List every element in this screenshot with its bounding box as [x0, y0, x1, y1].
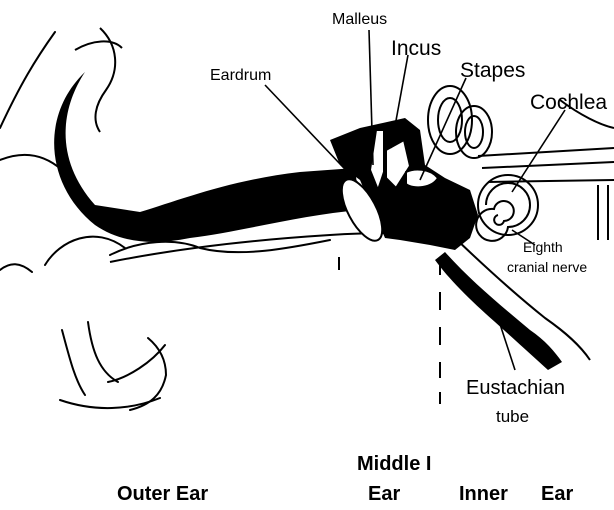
semicircular-canals: [428, 86, 492, 158]
region-middle-line2: Ear: [368, 484, 400, 504]
region-outer-ear: Outer Ear: [117, 484, 208, 504]
label-eustachian-line1: Eustachian: [466, 378, 565, 398]
region-inner-word2: Ear: [541, 484, 573, 504]
eighth-nerve: [478, 100, 614, 240]
label-stapes: Stapes: [460, 60, 525, 81]
label-eighth-line1: Eighth: [523, 240, 563, 254]
region-middle-line1: Middle I: [357, 454, 431, 474]
label-eustachian-line2: tube: [496, 408, 529, 425]
cochlea-spiral: [476, 175, 538, 241]
region-inner-word1: Inner: [459, 484, 508, 504]
region-dividers: [339, 257, 440, 404]
label-malleus: Malleus: [332, 12, 387, 28]
label-eardrum: Eardrum: [210, 68, 271, 84]
label-eighth-line2: cranial nerve: [507, 260, 587, 274]
label-incus: Incus: [391, 38, 441, 59]
label-cochlea: Cochlea: [530, 92, 607, 113]
